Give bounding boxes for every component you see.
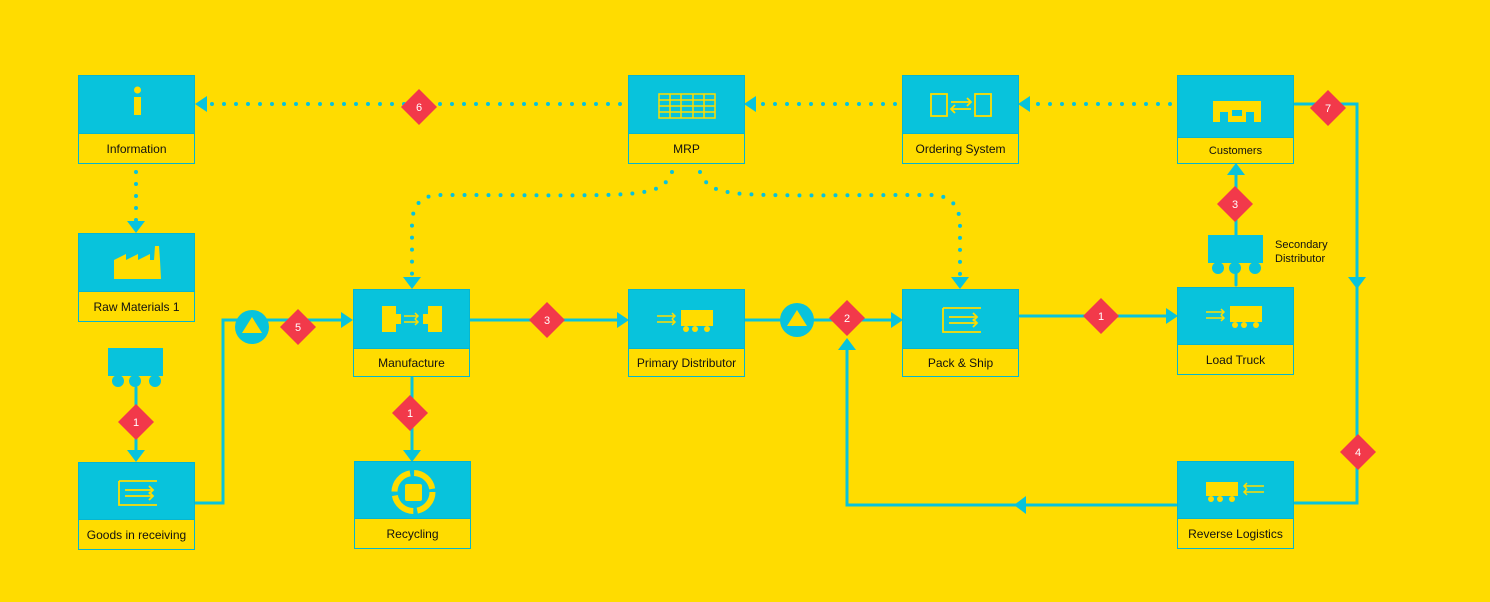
node-primary-distributor[interactable]: Primary Distributor xyxy=(628,289,745,377)
node-recycling[interactable]: Recycling xyxy=(354,461,471,549)
badge-value: 6 xyxy=(416,102,422,114)
node-mrp[interactable]: MRP xyxy=(628,75,745,164)
node-ordering-system[interactable]: Ordering System xyxy=(902,75,1019,164)
node-label: Pack & Ship xyxy=(903,348,1018,376)
arrow-head xyxy=(1227,163,1245,175)
arrow-head xyxy=(403,277,421,289)
badge-pack-load: 1 xyxy=(1083,298,1119,334)
badge-load-customers: 3 xyxy=(1217,186,1253,222)
link-customers-reverse xyxy=(1293,102,1359,505)
node-label: Recycling xyxy=(355,518,470,548)
link-reverse-pack xyxy=(845,343,1178,507)
secondary-truck-icon xyxy=(1208,235,1263,274)
inventory-marker-1 xyxy=(235,310,269,344)
arrow-head xyxy=(1018,96,1030,112)
arrow-head xyxy=(127,221,145,233)
arrow-head xyxy=(744,96,756,112)
badge-value: 1 xyxy=(407,408,413,420)
arrow-head xyxy=(951,277,969,289)
badge-goods-manufacture: 5 xyxy=(280,309,316,345)
node-raw-materials[interactable]: Raw Materials 1 xyxy=(78,233,195,322)
arrow-head xyxy=(838,338,856,350)
node-reverse-logistics[interactable]: Reverse Logistics xyxy=(1177,461,1294,549)
machine-icon xyxy=(382,306,442,332)
node-label: Customers xyxy=(1178,137,1293,163)
secondary-distributor-label: Secondary Distributor xyxy=(1275,239,1328,265)
node-label: Primary Distributor xyxy=(629,348,744,376)
arrow-head xyxy=(127,450,145,462)
badge-value: 5 xyxy=(295,322,301,334)
node-label: Reverse Logistics xyxy=(1178,518,1293,548)
link-mrp-manufacture xyxy=(410,170,674,280)
node-label: Goods in receiving xyxy=(79,519,194,549)
truck-icon xyxy=(108,348,163,387)
badge-right-reverse: 4 xyxy=(1340,434,1376,470)
package-icon xyxy=(118,480,157,506)
node-label: Raw Materials 1 xyxy=(79,291,194,321)
badge-customers-right: 7 xyxy=(1310,90,1346,126)
arrow-head xyxy=(1166,308,1178,324)
badge-primary-pack: 2 xyxy=(829,300,865,336)
link-mrp-pack xyxy=(698,170,962,280)
link-goods-manufacture xyxy=(193,318,344,505)
node-label: Load Truck xyxy=(1178,344,1293,374)
node-label: Ordering System xyxy=(903,133,1018,163)
arrow-head xyxy=(403,450,421,462)
badge-value: 4 xyxy=(1355,447,1361,459)
node-manufacture[interactable]: Manufacture xyxy=(353,289,470,377)
reverse-truck-icon xyxy=(1206,482,1264,502)
arrow-head xyxy=(617,312,629,328)
store-icon xyxy=(1213,101,1261,122)
node-label: MRP xyxy=(629,133,744,163)
exchange-icon xyxy=(930,93,992,117)
badge-manufacture-recycling: 1 xyxy=(392,395,428,431)
badge-value: 3 xyxy=(544,315,550,327)
badge-value: 1 xyxy=(133,417,139,429)
package-icon xyxy=(942,307,981,333)
badge-raw-goods: 1 xyxy=(118,404,154,440)
badge-value: 1 xyxy=(1098,311,1104,323)
arrow-head xyxy=(1348,277,1366,289)
node-goods-in-receiving[interactable]: Goods in receiving xyxy=(78,462,195,550)
node-customers[interactable]: Customers xyxy=(1177,75,1294,164)
info-icon xyxy=(134,86,141,115)
arrow-head xyxy=(891,312,903,328)
badge-manufacture-primary: 3 xyxy=(529,302,565,338)
truck-icon xyxy=(657,310,713,332)
arrow-head xyxy=(195,96,207,112)
node-label: Manufacture xyxy=(354,348,469,376)
node-label: Information xyxy=(79,133,194,163)
node-load-truck[interactable]: Load Truck xyxy=(1177,287,1294,375)
inventory-marker-2 xyxy=(780,303,814,337)
badge-info-mrp: 6 xyxy=(401,89,437,125)
arrow-head xyxy=(1014,496,1026,514)
arrow-head xyxy=(341,312,353,328)
factory-icon xyxy=(114,246,161,279)
badge-value: 3 xyxy=(1232,199,1238,211)
badge-value: 2 xyxy=(844,313,850,325)
badge-value: 7 xyxy=(1325,103,1331,115)
truck-icon xyxy=(1206,306,1262,328)
node-pack-ship[interactable]: Pack & Ship xyxy=(902,289,1019,377)
table-grid-icon xyxy=(658,93,716,119)
node-information[interactable]: Information xyxy=(78,75,195,164)
recycle-icon xyxy=(391,470,436,514)
